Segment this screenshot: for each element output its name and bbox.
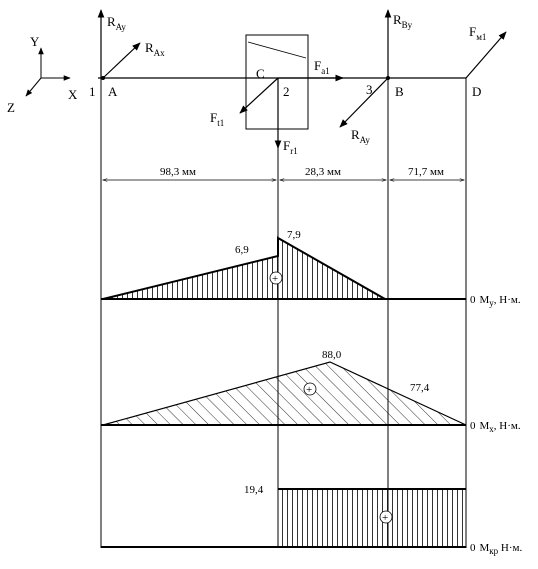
point-1-label: 1 xyxy=(89,84,96,99)
projection-lines xyxy=(100,78,467,548)
force-fa1-label: Fa1 xyxy=(314,58,330,76)
my-value-2: 7,9 xyxy=(287,229,301,241)
dimension-2: 28,3 мм xyxy=(305,166,341,178)
gear-rectangle xyxy=(245,34,309,130)
force-rby-label: RBy xyxy=(393,12,413,30)
my-plus-sign: + xyxy=(272,273,278,285)
axis-y-label: Y xyxy=(30,34,40,49)
point-c-label: C xyxy=(256,66,265,81)
force-ft1-label: Ft1 xyxy=(210,110,224,128)
force-fr1-label: Fr1 xyxy=(283,138,298,156)
mkr-value: 19,4 xyxy=(244,484,264,496)
point-d-label: D xyxy=(472,84,481,99)
my-value-1: 6,9 xyxy=(235,244,249,256)
force-ray-label: RAy xyxy=(107,14,126,32)
axis-z-label: Z xyxy=(7,100,15,115)
point-a-label: A xyxy=(108,84,118,99)
point-b-label: B xyxy=(395,84,404,99)
mx-value-right: 77,4 xyxy=(410,382,430,394)
mkr-plus-sign: + xyxy=(382,512,388,524)
point-2-label: 2 xyxy=(283,84,290,99)
force-fm1-label: Fм1 xyxy=(469,24,486,42)
forces: RAy RAx RBy Fм1 Fa1 Ft1 Fr1 RAy xyxy=(97,9,486,156)
dimension-1: 98,3 мм xyxy=(160,166,196,178)
point-3-label: 3 xyxy=(366,82,373,97)
dimension-3: 71,7 мм xyxy=(408,166,444,178)
dimension-line: 98,3 мм 28,3 мм 71,7 мм xyxy=(103,166,464,180)
coordinate-axes: Y X Z xyxy=(7,34,78,115)
mx-value-peak: 88,0 xyxy=(322,349,342,361)
mx-plus-sign: + xyxy=(306,384,312,396)
axis-x-label: X xyxy=(68,87,78,102)
force-rax-label: RAx xyxy=(145,40,165,58)
force-ray-lower-label: RAy xyxy=(351,127,370,145)
